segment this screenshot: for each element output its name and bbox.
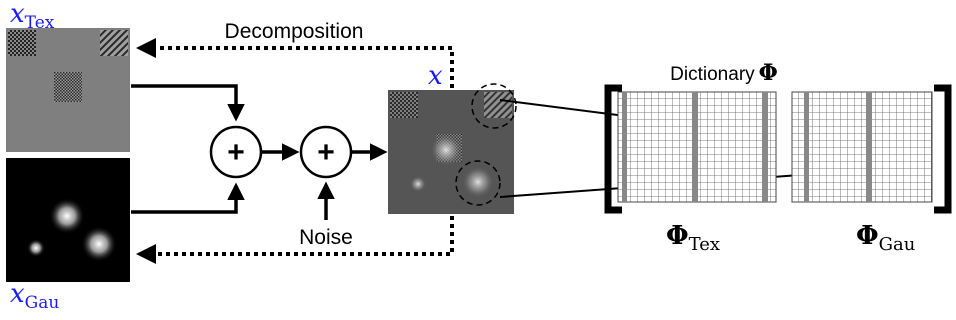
x-tex-label: xTex [10, 0, 55, 33]
gaussian-region-circle [455, 160, 501, 206]
tex-to-plus-arrow [131, 84, 245, 122]
decomposition-top-arrow [136, 38, 454, 88]
phi-tex-label: ΦTex [666, 221, 720, 255]
decomposition-bottom-arrow [136, 216, 454, 264]
phi-tex-matrix [617, 91, 777, 203]
decomposition-label: Decomposition [225, 20, 364, 43]
phi-gau-matrix [791, 91, 933, 203]
noise-sum-node: + [299, 125, 353, 179]
sum-node: + [209, 125, 263, 179]
x-mixed-label: x [428, 61, 443, 91]
dictionary-right-bracket [934, 84, 952, 214]
gaussian-image [6, 158, 130, 282]
phi-gau-label: ΦGau [856, 221, 915, 255]
mixed-image [388, 90, 514, 214]
svg-text:+: + [227, 136, 245, 169]
texture-region-circle [471, 83, 517, 129]
dictionary-left-bracket [604, 84, 622, 214]
texture-image [6, 28, 130, 152]
noise-label: Noise [299, 226, 353, 249]
gau-to-plus-arrow [131, 182, 245, 214]
x-gau-label: xGau [10, 279, 59, 313]
svg-text:+: + [317, 136, 335, 169]
